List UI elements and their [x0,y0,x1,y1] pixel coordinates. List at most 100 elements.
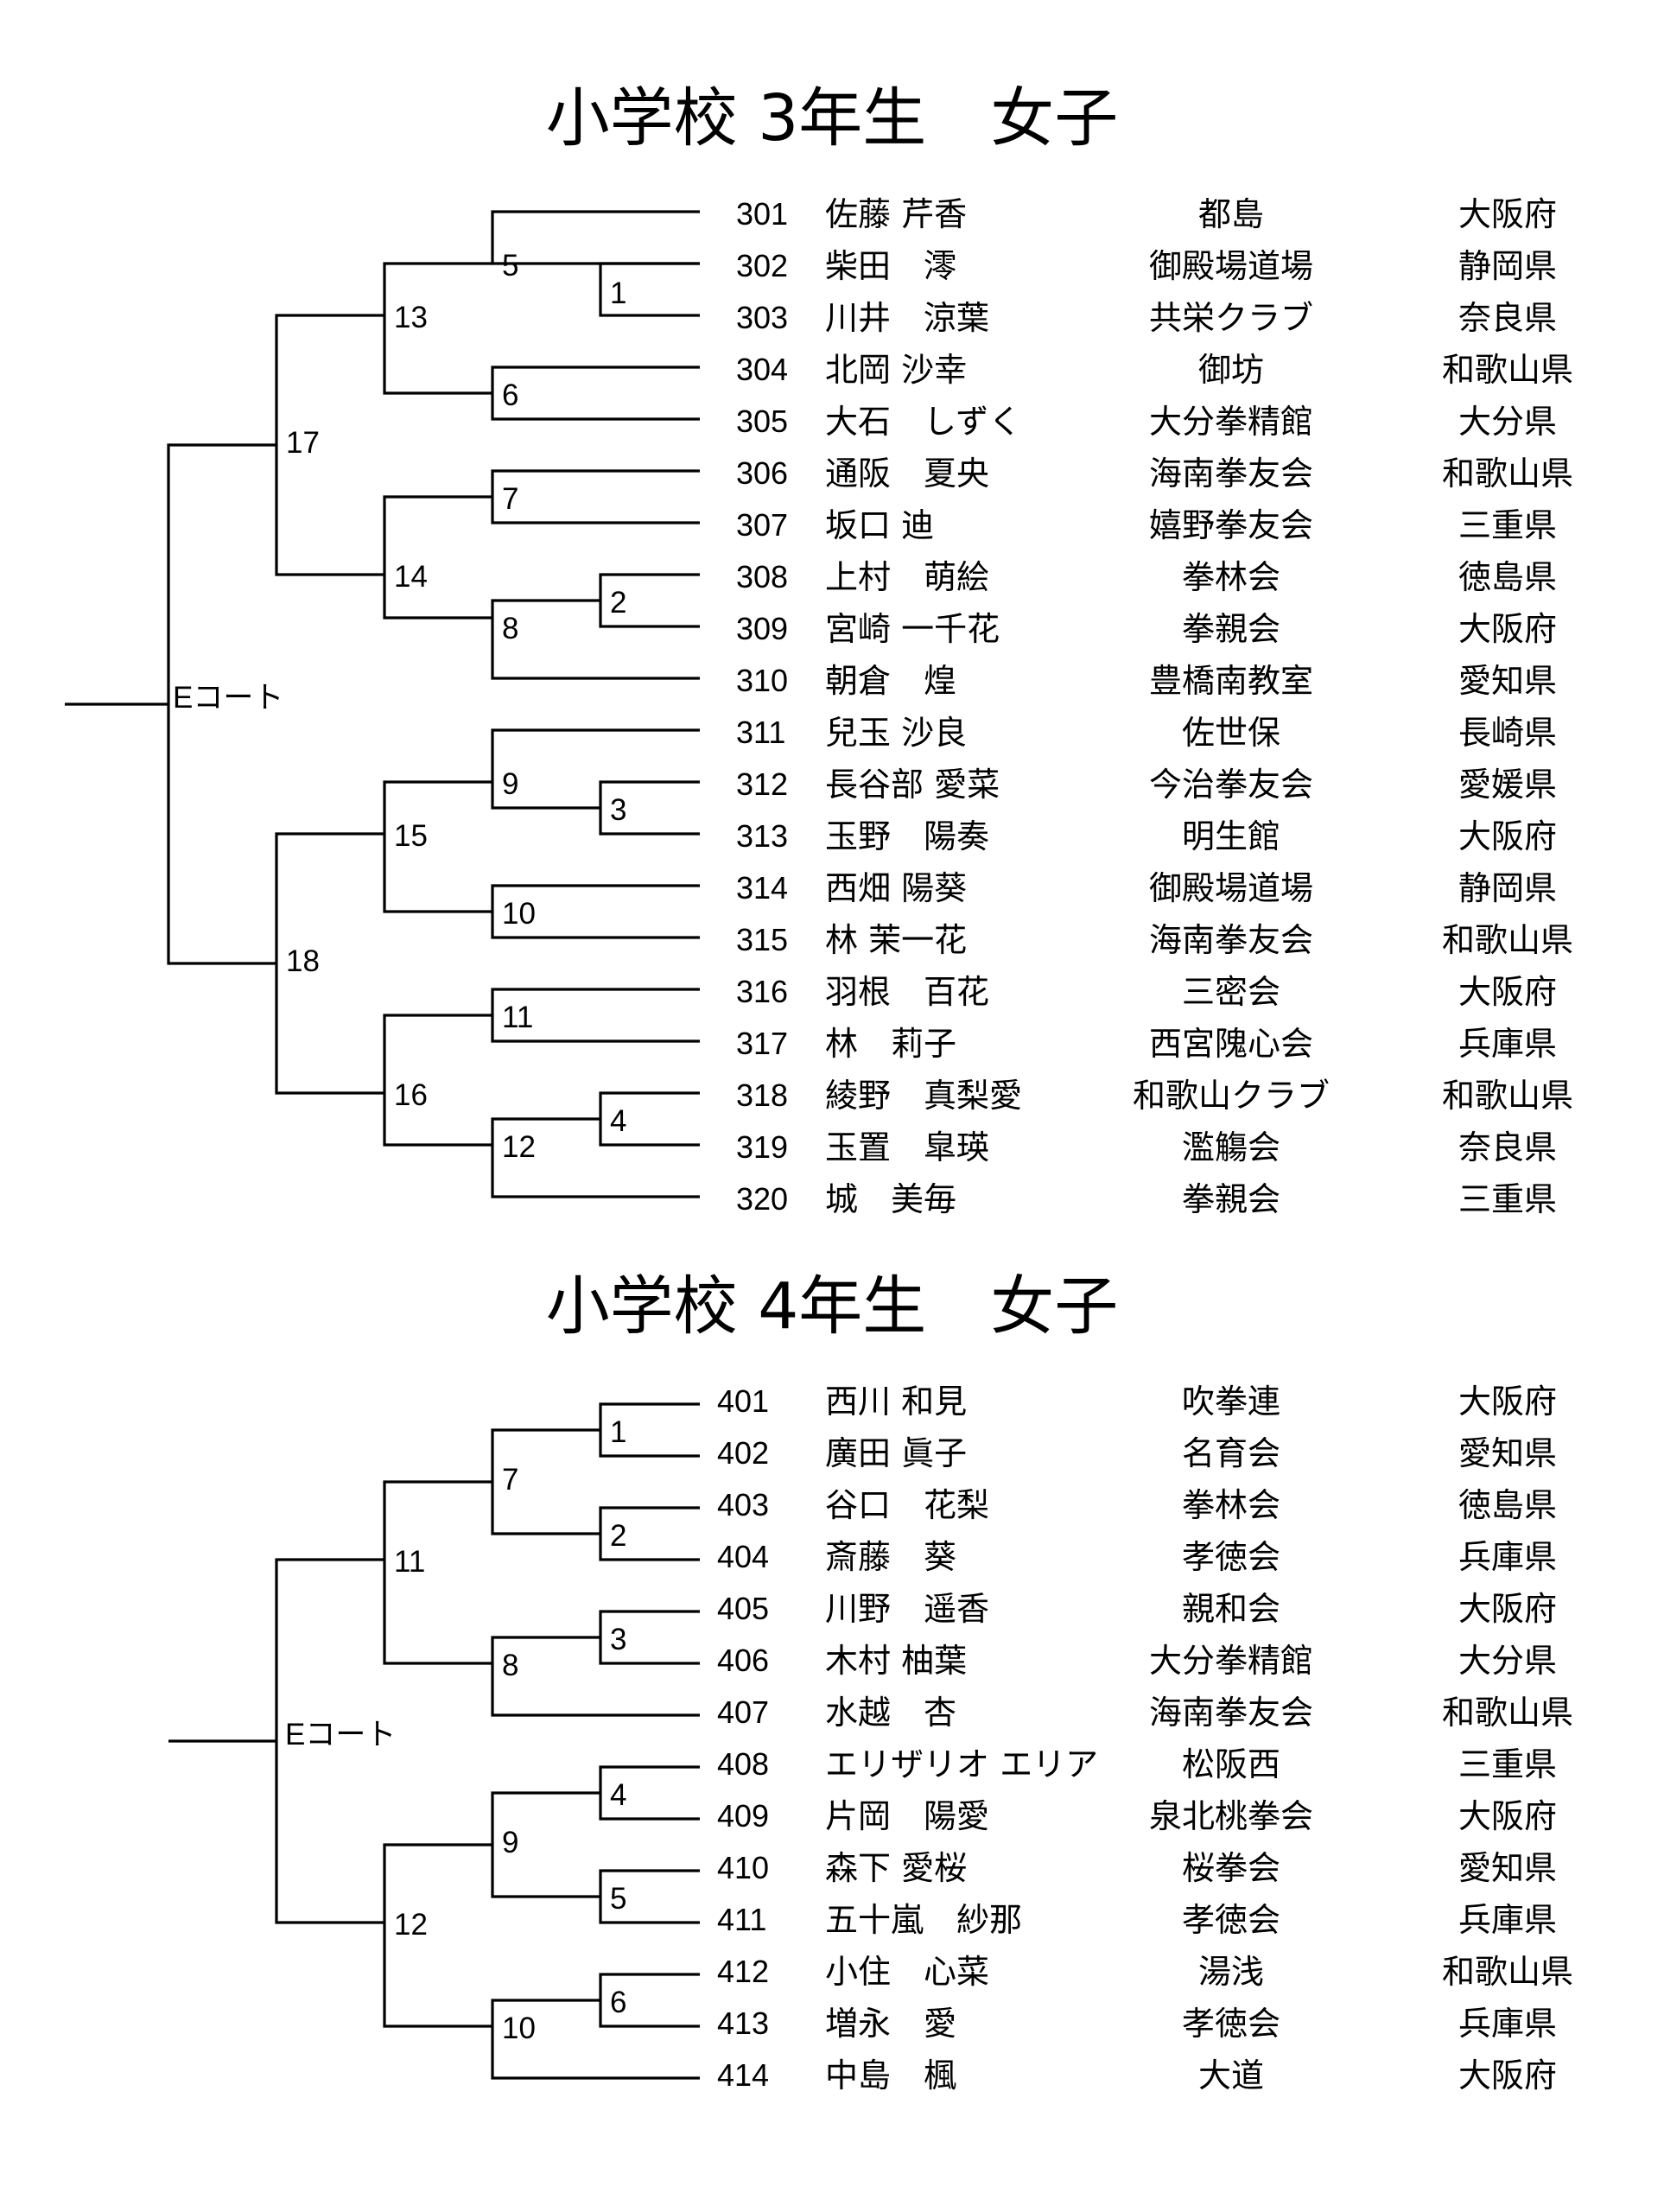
entry-name: 兒玉 沙良 [825,714,968,752]
round-label-4: 4 [610,1778,627,1812]
entry-number: 413 [717,2005,770,2041]
round-label-6: 6 [610,1986,627,2019]
entry-name: 玉野 陽奏 [825,817,990,855]
entry-name: 朝倉 煌 [825,662,957,700]
entry-name: 上村 萌絵 [825,558,990,596]
entry-prefecture: 大阪府 [1458,817,1558,855]
entry-number: 302 [736,248,789,283]
entry-club: 大分拳精館 [1148,403,1314,441]
entry-prefecture: 兵庫県 [1458,1538,1558,1576]
entry-number: 306 [736,455,789,491]
entry-prefecture: 大阪府 [1458,1590,1558,1628]
entry-club: 拳親会 [1181,610,1281,648]
entry-prefecture: 和歌山県 [1441,454,1574,493]
round-label-13: 13 [394,301,428,334]
round-label-5: 5 [610,1882,627,1916]
entry-name: 小住 心菜 [825,1953,990,1991]
match-line-2 [599,1506,700,1561]
entry-number: 414 [717,2057,770,2093]
entry-name: 廣田 眞子 [825,1434,968,1472]
section-title-grade4-girls: 小学校 4年生 女子 [545,1269,1119,1344]
entry-club: 孝徳会 [1181,2005,1281,2043]
match-line-10 [491,1999,700,2080]
entry-club: 今治拳友会 [1148,766,1314,804]
match-line-13 [383,262,492,395]
entry-club: 濫觴会 [1181,1128,1281,1166]
final-line [168,1558,384,1924]
entry-number: 412 [717,1954,770,1989]
entry-prefecture: 愛知県 [1458,1434,1558,1472]
entry-number: 305 [736,404,789,439]
entry-prefecture: 愛知県 [1458,662,1558,700]
entry-name: 佐藤 芹香 [825,195,968,233]
match-line-14 [383,495,492,620]
round-label-11: 11 [394,1545,426,1579]
match-line-15 [383,780,492,913]
entry-number: 309 [736,611,789,646]
entry-club: 嬉野拳友会 [1148,506,1314,544]
entry-name: 大石 しずく [825,403,1022,441]
entry-name: 北岡 沙幸 [825,351,968,389]
entry-name: 西川 和見 [825,1382,968,1421]
entry-name: 羽根 百花 [825,973,990,1011]
entry-club: 西宮隗心会 [1148,1025,1314,1063]
entry-name: 谷口 花梨 [825,1486,990,1524]
round-label-8: 8 [502,1649,519,1682]
round-label-6: 6 [502,378,519,412]
entry-prefecture: 徳島県 [1458,1486,1558,1524]
entry-name: 川野 遥香 [825,1590,990,1628]
court-label-grade3: Eコート [173,681,284,715]
entry-club: 御殿場道場 [1148,869,1314,907]
entry-number: 315 [736,922,789,957]
round-label-4: 4 [610,1104,627,1138]
entry-club: 吹拳連 [1181,1382,1281,1421]
match-line-6 [491,365,700,421]
match-line-5 [491,210,700,265]
entry-club: 三密会 [1181,973,1281,1011]
entry-number: 308 [736,559,789,594]
entry-prefecture: 徳島県 [1458,558,1558,596]
round-label-17: 17 [286,426,320,460]
entry-prefecture: 和歌山県 [1441,1953,1574,1991]
entry-prefecture: 愛知県 [1458,1849,1558,1887]
entry-club: 佐世保 [1181,714,1281,752]
entry-club: 海南拳友会 [1148,1694,1314,1732]
entry-club: 拳親会 [1181,1180,1281,1218]
round-label-7: 7 [502,1463,519,1497]
entry-number: 313 [736,818,789,854]
entry-name: 森下 愛桜 [825,1849,968,1887]
entry-club: 御坊 [1197,351,1265,389]
entry-name: 片岡 陽愛 [825,1797,990,1835]
entry-number: 405 [717,1591,770,1626]
entry-prefecture: 和歌山県 [1441,1694,1574,1732]
entry-number: 314 [736,870,789,906]
round-label-16: 16 [394,1078,428,1112]
entry-club: 孝徳会 [1181,1901,1281,1939]
entry-club: 大分拳精館 [1148,1642,1314,1680]
entry-name: 増永 愛 [825,2005,957,2043]
entry-prefecture: 兵庫県 [1458,1901,1558,1939]
match-line-9 [491,728,700,810]
entry-club: 海南拳友会 [1148,454,1314,493]
entry-prefecture: 和歌山県 [1441,351,1574,389]
entry-club: 明生館 [1181,817,1281,855]
entry-name: 西畑 陽葵 [825,869,968,907]
round-label-15: 15 [394,819,428,853]
court-label-grade4: Eコート [285,1718,397,1751]
entry-number: 409 [717,1798,770,1834]
entry-club: 松阪西 [1181,1745,1281,1783]
round-label-11: 11 [502,1001,534,1034]
entry-prefecture: 三重県 [1458,506,1558,544]
entry-number: 318 [736,1077,789,1113]
entry-club: 豊橋南教室 [1148,662,1314,700]
round-label-2: 2 [610,586,627,620]
entry-club: 名育会 [1181,1434,1281,1472]
round-label-1: 1 [610,1415,627,1449]
round-label-9: 9 [502,1826,519,1859]
entry-prefecture: 長崎県 [1458,714,1558,752]
entry-prefecture: 和歌山県 [1441,921,1574,959]
entry-number: 402 [717,1435,770,1471]
entry-prefecture: 大分県 [1458,1642,1558,1680]
